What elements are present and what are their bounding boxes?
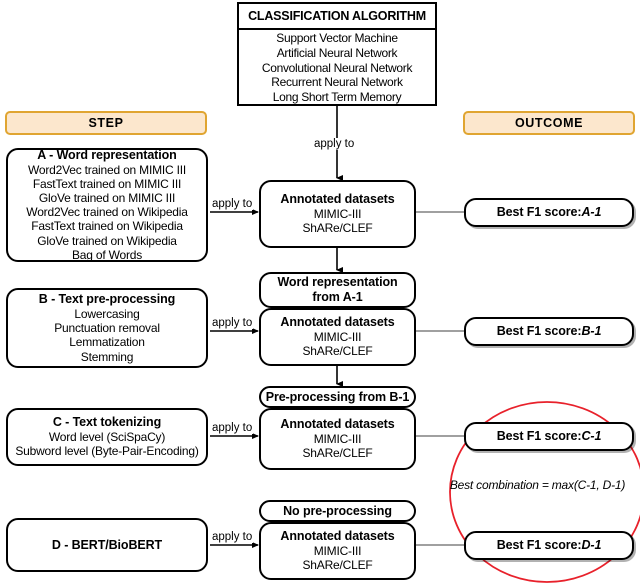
step-c-item: Word level (SciSpaCy) bbox=[48, 430, 166, 445]
best-combination-annotation: Best combination = max(C-1, D-1) bbox=[449, 478, 626, 492]
step-a-item: Bag of Words bbox=[71, 247, 143, 262]
dataset-item: ShARe/CLEF bbox=[302, 446, 373, 461]
algorithm-item: Long Short Term Memory bbox=[272, 89, 402, 104]
algorithm-item: Recurrent Neural Network bbox=[271, 75, 403, 90]
step-a-item: FastText trained on MIMIC III bbox=[32, 176, 182, 191]
dataset-item: MIMIC-III bbox=[313, 207, 362, 222]
dataset-title: Annotated datasets bbox=[280, 315, 395, 330]
annotated-datasets-box-c[interactable]: Annotated datasets MIMIC-III ShARe/CLEF bbox=[259, 408, 416, 470]
best-combination-highlight-circle bbox=[449, 401, 640, 583]
step-b-item: Lowercasing bbox=[74, 307, 140, 322]
dataset-item: ShARe/CLEF bbox=[302, 221, 373, 236]
classification-algorithm-list: Support Vector Machine Artificial Neural… bbox=[239, 30, 435, 106]
step-c-title: C - Text tokenizing bbox=[52, 415, 162, 430]
step-box-c[interactable]: C - Text tokenizing Word level (SciSpaCy… bbox=[6, 408, 208, 466]
step-box-d[interactable]: D - BERT/BioBERT bbox=[6, 518, 208, 572]
step-column-header: STEP bbox=[5, 111, 207, 135]
outcome-a-value: A-1 bbox=[581, 205, 602, 220]
dataset-item: MIMIC-III bbox=[313, 544, 362, 559]
dataset-item: ShARe/CLEF bbox=[302, 558, 373, 573]
step-box-b[interactable]: B - Text pre-processing Lowercasing Punc… bbox=[6, 288, 208, 368]
step-a-item: FastText trained on Wikipedia bbox=[31, 219, 183, 234]
dataset-title: Annotated datasets bbox=[280, 192, 395, 207]
outcome-box-b[interactable]: Best F1 score: B-1 bbox=[464, 317, 634, 346]
outcome-b-label: Best F1 score: bbox=[496, 324, 582, 339]
annotated-datasets-box-b[interactable]: Annotated datasets MIMIC-III ShARe/CLEF bbox=[259, 308, 416, 366]
algorithm-item: Support Vector Machine bbox=[276, 31, 398, 46]
outcome-d-label: Best F1 score: bbox=[496, 538, 582, 553]
algorithm-item: Convolutional Neural Network bbox=[261, 60, 413, 75]
outcome-column-header: OUTCOME bbox=[463, 111, 635, 135]
outcome-box-a[interactable]: Best F1 score: A-1 bbox=[464, 198, 634, 227]
classification-algorithm-box: CLASSIFICATION ALGORITHM Support Vector … bbox=[237, 2, 437, 106]
outcome-d-value: D-1 bbox=[581, 538, 602, 553]
connector-label-apply-to-b: apply to bbox=[211, 317, 254, 329]
dataset-title: Annotated datasets bbox=[280, 417, 395, 432]
carry-line-1: No pre-processing bbox=[283, 503, 392, 518]
step-b-item: Lemmatization bbox=[69, 335, 145, 350]
annotated-datasets-box-a[interactable]: Annotated datasets MIMIC-III ShARe/CLEF bbox=[259, 180, 416, 248]
carry-line-2: from A-1 bbox=[312, 290, 363, 304]
step-a-item: Word2Vec trained on MIMIC III bbox=[27, 162, 187, 177]
dataset-item: MIMIC-III bbox=[313, 330, 362, 345]
algorithm-item: Artificial Neural Network bbox=[276, 46, 398, 61]
dataset-item: ShARe/CLEF bbox=[302, 344, 373, 359]
step-d-title: D - BERT/BioBERT bbox=[51, 537, 163, 552]
step-a-title: A - Word representation bbox=[37, 148, 177, 163]
step-a-item: GloVe trained on MIMIC III bbox=[38, 191, 176, 206]
carry-box-word-representation[interactable]: Word representation from A-1 bbox=[259, 272, 416, 308]
classification-algorithm-title: CLASSIFICATION ALGORITHM bbox=[239, 4, 435, 30]
annotated-datasets-box-d[interactable]: Annotated datasets MIMIC-III ShARe/CLEF bbox=[259, 522, 416, 580]
outcome-a-label: Best F1 score: bbox=[496, 205, 582, 220]
connector-label-apply-to-c: apply to bbox=[211, 422, 254, 434]
step-b-title: B - Text pre-processing bbox=[38, 292, 176, 307]
outcome-box-c[interactable]: Best F1 score: C-1 bbox=[464, 422, 634, 451]
outcome-c-value: C-1 bbox=[581, 429, 602, 444]
connector-label-apply-to-top: apply to bbox=[313, 138, 356, 150]
step-box-a[interactable]: A - Word representation Word2Vec trained… bbox=[6, 148, 208, 262]
dataset-item: MIMIC-III bbox=[313, 432, 362, 447]
outcome-box-d[interactable]: Best F1 score: D-1 bbox=[464, 531, 634, 560]
step-a-item: Word2Vec trained on Wikipedia bbox=[26, 205, 188, 220]
step-a-item: GloVe trained on Wikipedia bbox=[37, 233, 177, 248]
step-b-item: Punctuation removal bbox=[54, 321, 160, 336]
carry-box-preprocessing[interactable]: Pre-processing from B-1 bbox=[259, 386, 416, 408]
connector-label-apply-to-a: apply to bbox=[211, 198, 254, 210]
outcome-b-value: B-1 bbox=[581, 324, 602, 339]
carry-line-1: Pre-processing from B-1 bbox=[265, 389, 410, 404]
step-c-item: Subword level (Byte-Pair-Encoding) bbox=[15, 444, 199, 459]
dataset-title: Annotated datasets bbox=[280, 529, 395, 544]
step-b-item: Stemming bbox=[80, 349, 134, 364]
carry-line-1: Word representation bbox=[277, 275, 398, 290]
outcome-c-label: Best F1 score: bbox=[496, 429, 582, 444]
connector-label-apply-to-d: apply to bbox=[211, 531, 254, 543]
carry-box-no-preprocessing[interactable]: No pre-processing bbox=[259, 500, 416, 522]
